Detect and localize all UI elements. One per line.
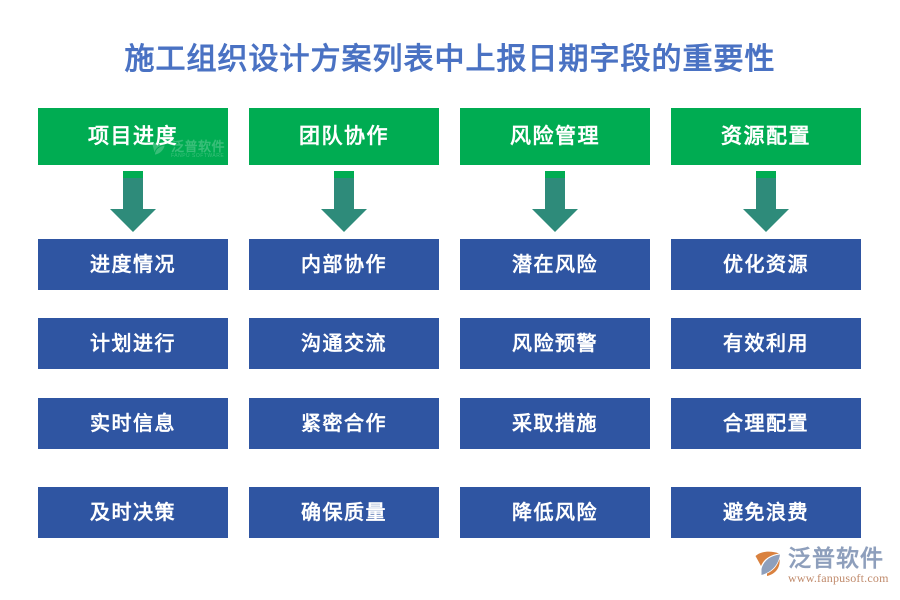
item-label: 有效利用 [723,332,809,355]
down-arrow-icon [532,171,578,232]
down-arrow-icon [743,171,789,232]
item-label: 优化资源 [723,253,809,276]
brand-logo[interactable]: 泛普软件 www.fanpusoft.com [752,546,892,592]
item-label: 风险预警 [512,332,598,355]
arrow-container [249,165,439,239]
item-box[interactable]: 紧密合作 [249,398,439,449]
item-box[interactable]: 避免浪费 [671,487,861,538]
item-label: 紧密合作 [301,412,387,435]
item-box[interactable]: 优化资源 [671,239,861,290]
column-header-box[interactable]: 风险管理 [460,108,650,165]
item-box[interactable]: 实时信息 [38,398,228,449]
item-box[interactable]: 降低风险 [460,487,650,538]
column-header-box[interactable]: 团队协作 [249,108,439,165]
column-risk-management: 风险管理 潜在风险 风险预警 采取措施 降低风险 [460,108,650,540]
item-box[interactable]: 沟通交流 [249,318,439,369]
arrow-container [460,165,650,239]
item-label: 沟通交流 [301,332,387,355]
item-box[interactable]: 计划进行 [38,318,228,369]
column-header-box[interactable]: 资源配置 [671,108,861,165]
item-label: 进度情况 [90,253,176,276]
item-box[interactable]: 确保质量 [249,487,439,538]
item-label: 确保质量 [301,501,387,524]
item-label: 计划进行 [90,332,176,355]
item-label: 降低风险 [512,501,598,524]
column-team-collaboration: 团队协作 内部协作 沟通交流 紧密合作 确保质量 [249,108,439,540]
fanpu-logo-icon [755,551,780,576]
item-label: 及时决策 [90,501,176,524]
column-header-label: 项目进度 [88,125,178,148]
page-title: 施工组织设计方案列表中上报日期字段的重要性 [124,43,776,76]
column-header-label: 团队协作 [299,125,389,148]
arrow-container [671,165,861,239]
column-header-label: 风险管理 [510,125,600,148]
item-box[interactable]: 潜在风险 [460,239,650,290]
column-resource-allocation: 资源配置 优化资源 有效利用 合理配置 避免浪费 [671,108,861,540]
item-label: 内部协作 [301,253,387,276]
item-box[interactable]: 进度情况 [38,239,228,290]
item-box[interactable]: 及时决策 [38,487,228,538]
item-label: 潜在风险 [512,253,598,276]
item-box[interactable]: 合理配置 [671,398,861,449]
brand-name: 泛普软件 [788,545,884,571]
column-grid: 项目进度 进度情况 计划进行 实时信息 及时决策 [38,108,862,540]
column-header-label: 资源配置 [721,125,811,148]
column-project-progress: 项目进度 进度情况 计划进行 实时信息 及时决策 [38,108,228,540]
item-box[interactable]: 内部协作 [249,239,439,290]
item-box[interactable]: 有效利用 [671,318,861,369]
item-label: 合理配置 [723,412,809,435]
item-box[interactable]: 风险预警 [460,318,650,369]
column-header-box[interactable]: 项目进度 [38,108,228,165]
item-label: 避免浪费 [723,501,809,524]
brand-url[interactable]: www.fanpusoft.com [788,571,889,586]
item-label: 采取措施 [512,412,598,435]
item-box[interactable]: 采取措施 [460,398,650,449]
brand-texts: 泛普软件 www.fanpusoft.com [788,546,889,586]
down-arrow-icon [321,171,367,232]
arrow-container [38,165,228,239]
down-arrow-icon [110,171,156,232]
item-label: 实时信息 [90,412,176,435]
